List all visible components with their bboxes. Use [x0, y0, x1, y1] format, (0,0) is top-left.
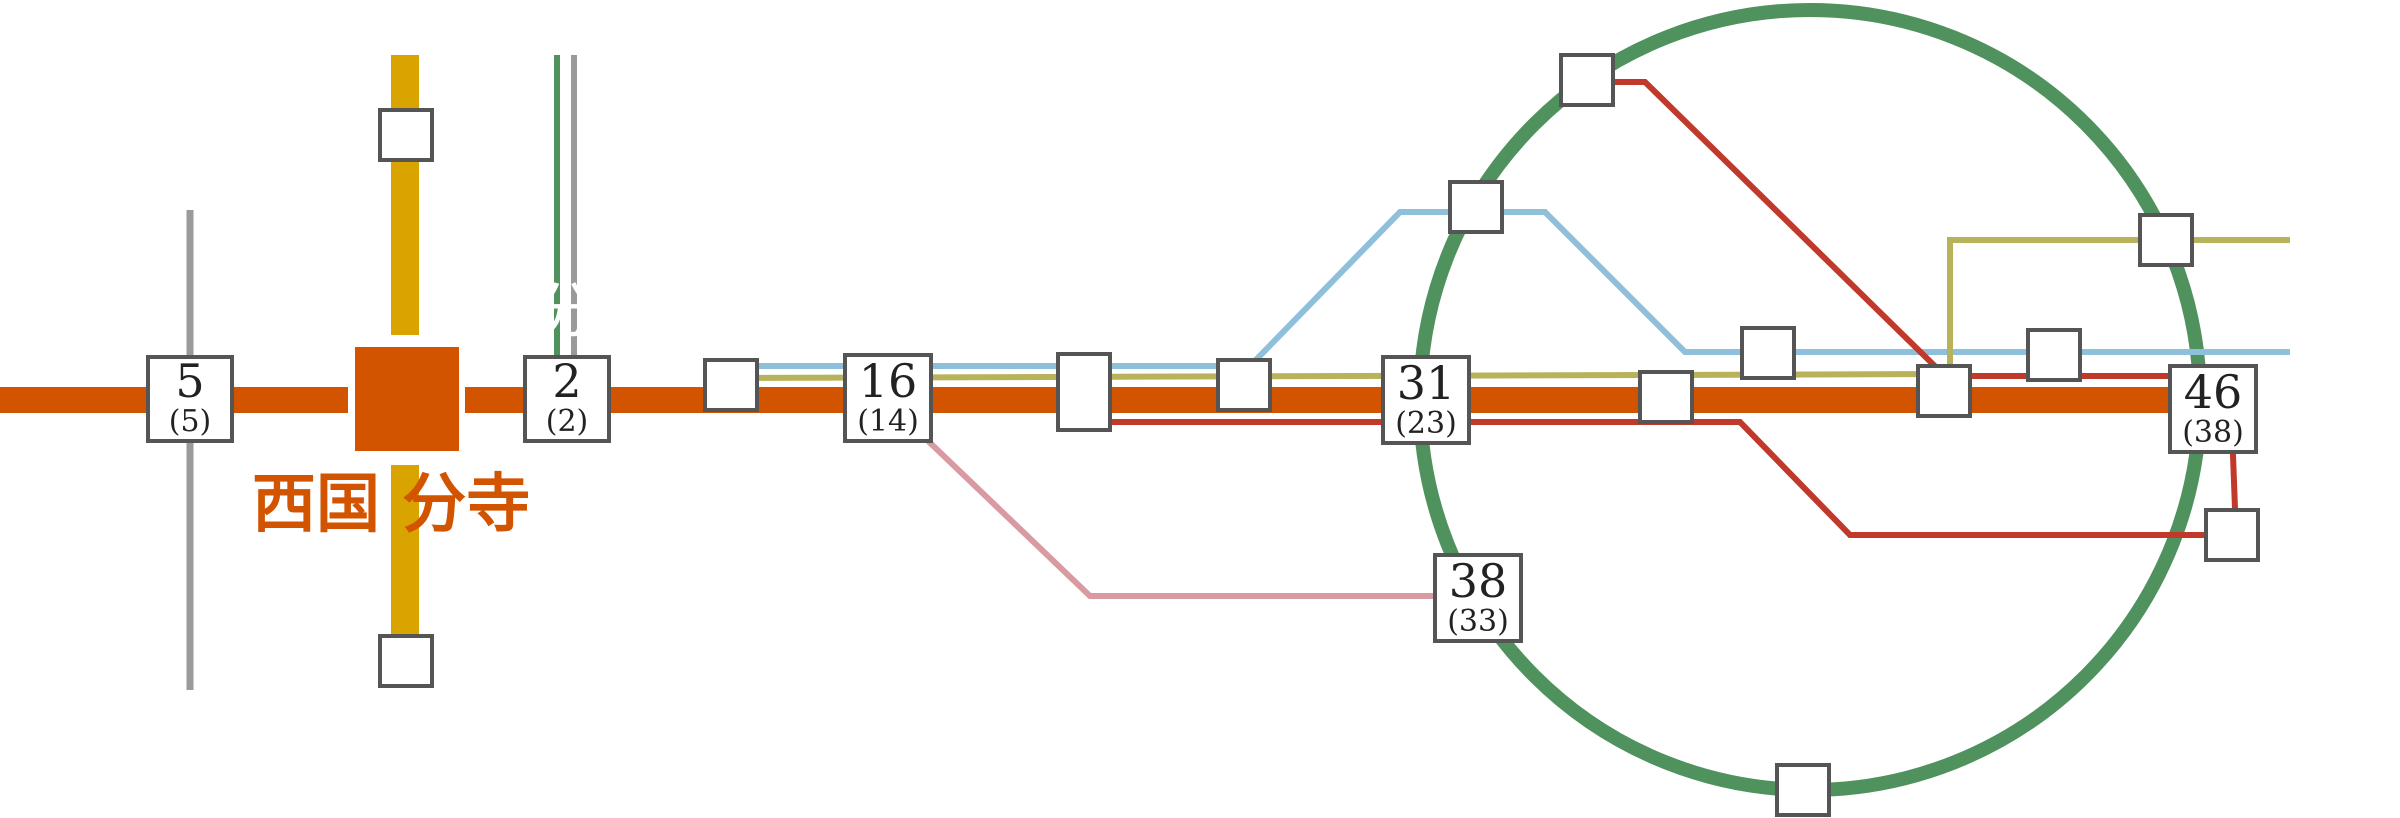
station-box[interactable] — [2138, 213, 2194, 267]
station-box[interactable] — [1216, 358, 1272, 412]
hub-label: 西国 分寺 — [252, 467, 530, 542]
station-subnumber: (14) — [857, 404, 919, 439]
station-number: 2 — [552, 354, 581, 408]
station-5[interactable]: 5 (5) — [146, 354, 234, 443]
station-subnumber: (2) — [546, 404, 589, 439]
station-box[interactable] — [2026, 328, 2082, 382]
station-box[interactable] — [1448, 180, 1504, 234]
red-line-upper — [1588, 79, 2239, 536]
station-subnumber: (38) — [2182, 415, 2244, 450]
station-subnumber: (33) — [1447, 604, 1509, 639]
hub-station[interactable] — [355, 347, 459, 451]
station-number: 46 — [2184, 365, 2243, 419]
station-box[interactable] — [2204, 508, 2260, 562]
station-38[interactable]: 38 (33) — [1433, 553, 1523, 643]
station-16[interactable]: 16 (14) — [843, 353, 933, 443]
station-2[interactable]: 2 (2) — [523, 354, 611, 443]
station-box[interactable] — [1740, 326, 1796, 380]
station-46[interactable]: 46 (38) — [2168, 364, 2258, 454]
station-box[interactable] — [1638, 370, 1694, 424]
station-number: 16 — [859, 354, 918, 408]
station-box[interactable] — [1775, 763, 1831, 817]
station-number: 5 — [175, 354, 204, 408]
station-subnumber: (23) — [1395, 406, 1457, 441]
olive-line — [739, 237, 2290, 381]
station-box[interactable] — [1916, 364, 1972, 418]
station-31[interactable]: 31 (23) — [1381, 355, 1471, 445]
ghost-label: 分 — [535, 277, 595, 347]
pink-line — [922, 435, 1475, 599]
station-box[interactable] — [1056, 352, 1112, 432]
station-number: 38 — [1449, 554, 1508, 608]
station-box[interactable] — [1559, 53, 1615, 107]
station-number: 31 — [1397, 356, 1456, 410]
red-line-lower — [1085, 419, 2236, 538]
station-box[interactable] — [378, 634, 434, 688]
station-subnumber: (5) — [169, 404, 212, 439]
station-box[interactable] — [378, 108, 434, 162]
station-box[interactable] — [703, 358, 759, 412]
